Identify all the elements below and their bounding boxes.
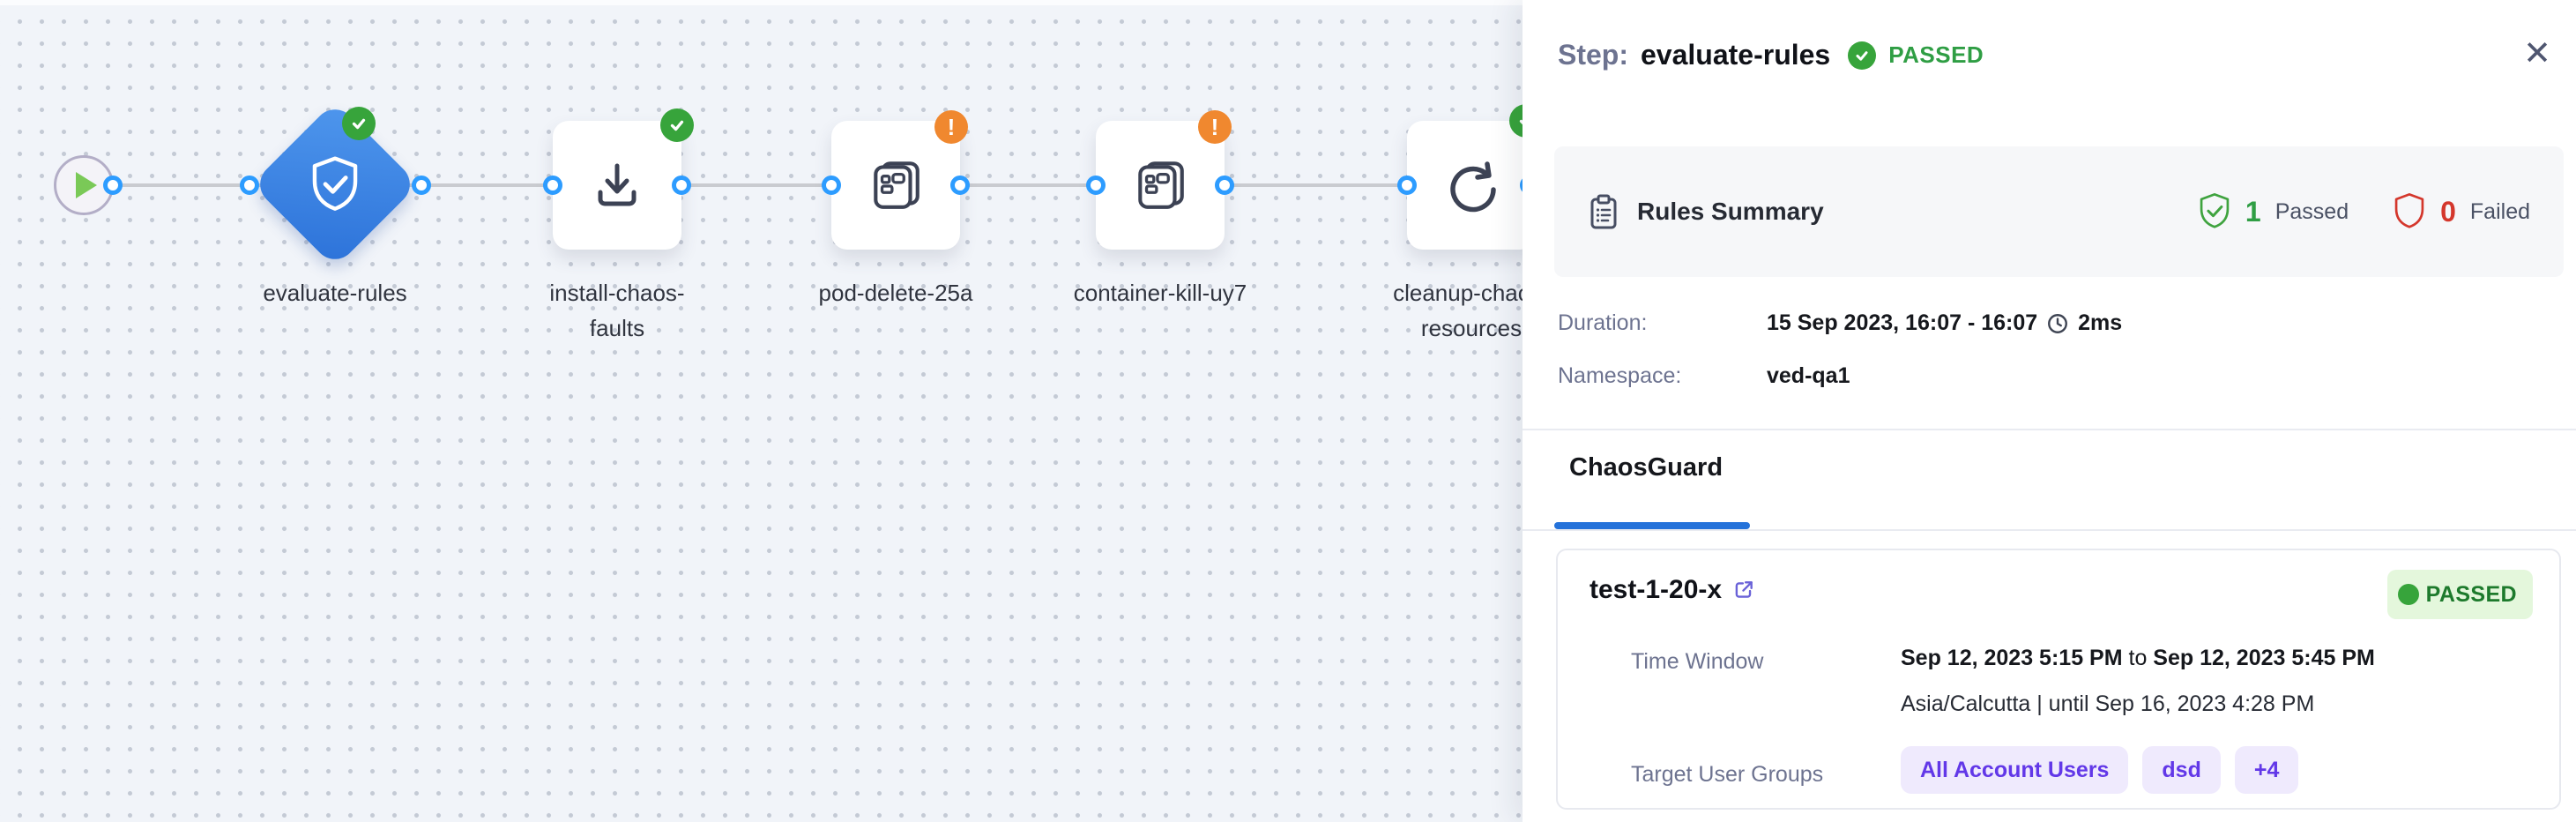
time-window-value: Sep 12, 2023 5:15 PM to Sep 12, 2023 5:4… xyxy=(1901,646,2375,671)
check-icon xyxy=(670,120,684,131)
step-prefix-label: Step: xyxy=(1558,39,1628,71)
node-container-kill-uy7[interactable] xyxy=(1096,121,1225,250)
clipboard-icon xyxy=(1590,194,1617,229)
target-user-groups: All Account Users dsd +4 xyxy=(1901,746,2299,794)
target-user-groups-label: Target User Groups xyxy=(1631,762,1824,787)
rules-summary-title-group: Rules Summary xyxy=(1588,193,1824,230)
port-dot xyxy=(950,176,970,195)
status-warning-badge: ! xyxy=(934,110,968,144)
node-pod-delete-25a[interactable] xyxy=(831,121,960,250)
status-passed-badge xyxy=(660,108,694,142)
node-cleanup-chaos-resources[interactable] xyxy=(1407,121,1536,250)
exclamation-glyph: ! xyxy=(947,113,956,140)
clock-icon xyxy=(2048,313,2068,333)
tabs-bottom-border xyxy=(1523,529,2576,531)
external-link-icon[interactable] xyxy=(1732,579,1755,602)
condition-status-badge: PASSED xyxy=(2386,570,2533,619)
section-divider xyxy=(1523,429,2576,430)
port-dot xyxy=(1397,176,1417,195)
tab-chaosguard[interactable]: ChaosGuard xyxy=(1569,453,1724,482)
exclamation-glyph: ! xyxy=(1210,113,1219,140)
step-name: evaluate-rules xyxy=(1641,39,1831,71)
port-dot xyxy=(240,176,259,195)
canvas-top-edge xyxy=(0,0,2576,5)
download-icon xyxy=(598,163,637,206)
shield-failed-icon xyxy=(2394,193,2424,228)
node-label-evaluate-rules: evaluate-rules xyxy=(263,280,407,306)
time-window-to: Sep 12, 2023 5:45 PM xyxy=(2153,646,2375,670)
chaos-fault-icon xyxy=(1138,161,1184,209)
port-dot xyxy=(412,176,431,195)
shield-check-icon xyxy=(312,156,358,211)
time-window-join: to xyxy=(2122,646,2154,670)
status-dot xyxy=(2397,584,2419,605)
node-label-pod-delete-25a: pod-delete-25a xyxy=(818,280,973,306)
port-dot xyxy=(543,176,562,195)
namespace-value: ved-qa1 xyxy=(1767,363,1850,388)
step-status-text: PASSED xyxy=(1888,41,1984,68)
active-tab-indicator xyxy=(1554,522,1750,529)
duration-value: 15 Sep 2023, 16:07 - 16:07 xyxy=(1767,310,2038,335)
passed-count-label: Passed xyxy=(2274,198,2349,224)
rules-summary-bar: Rules Summary 1 Passed 0 Failed xyxy=(1554,146,2564,277)
shield-passed-icon xyxy=(2200,193,2230,228)
namespace-label: Namespace: xyxy=(1558,363,1682,388)
failed-count: 0 xyxy=(2440,195,2456,228)
condition-status-text: PASSED xyxy=(2425,581,2517,607)
play-icon xyxy=(76,172,97,198)
port-dot xyxy=(1215,176,1234,195)
close-icon[interactable]: ✕ xyxy=(2523,35,2551,72)
failed-count-label: Failed xyxy=(2469,198,2530,224)
duration-row: Duration: 15 Sep 2023, 16:07 - 16:07 2ms xyxy=(1558,310,2122,336)
rules-summary-counts: 1 Passed 0 Failed xyxy=(2198,192,2530,231)
time-window-label: Time Window xyxy=(1631,649,1764,674)
namespace-row: Namespace: ved-qa1 xyxy=(1558,363,1850,389)
check-icon xyxy=(352,118,366,130)
passed-check-icon xyxy=(1848,41,1877,70)
panel-header: Step: evaluate-rules PASSED xyxy=(1558,39,1984,71)
node-label-install-chaos-faults: install-chaos-faults xyxy=(549,280,685,341)
rules-summary-title: Rules Summary xyxy=(1637,198,1824,225)
user-group-overflow-chip[interactable]: +4 xyxy=(2234,746,2299,794)
passed-count: 1 xyxy=(2245,195,2261,228)
chaosguard-condition-card: test-1-20-x PASSED Time Window Sep 12, 2… xyxy=(1556,549,2561,810)
chaos-fault-icon xyxy=(874,161,919,209)
port-dot xyxy=(822,176,841,195)
duration-elapsed: 2ms xyxy=(2078,310,2123,335)
duration-label: Duration: xyxy=(1558,310,1648,335)
timezone-expiry-text: Asia/Calcutta | until Sep 16, 2023 4:28 … xyxy=(1901,691,2315,716)
user-group-chip[interactable]: dsd xyxy=(2142,746,2221,794)
time-window-from: Sep 12, 2023 5:15 PM xyxy=(1901,646,2123,670)
port-dot xyxy=(1086,176,1106,195)
status-passed-badge xyxy=(342,107,376,140)
port-dot xyxy=(672,176,691,195)
condition-name: test-1-20-x xyxy=(1590,575,1723,604)
node-install-chaos-faults[interactable] xyxy=(553,121,681,250)
port-dot xyxy=(103,176,123,195)
node-label-container-kill-uy7: container-kill-uy7 xyxy=(1073,280,1247,306)
connector-line xyxy=(84,183,1537,187)
user-group-chip[interactable]: All Account Users xyxy=(1901,746,2129,794)
refresh-icon xyxy=(1450,161,1496,213)
status-warning-badge: ! xyxy=(1198,110,1232,144)
step-details-panel: Step: evaluate-rules PASSED ✕ Rules Summ… xyxy=(1523,0,2576,822)
